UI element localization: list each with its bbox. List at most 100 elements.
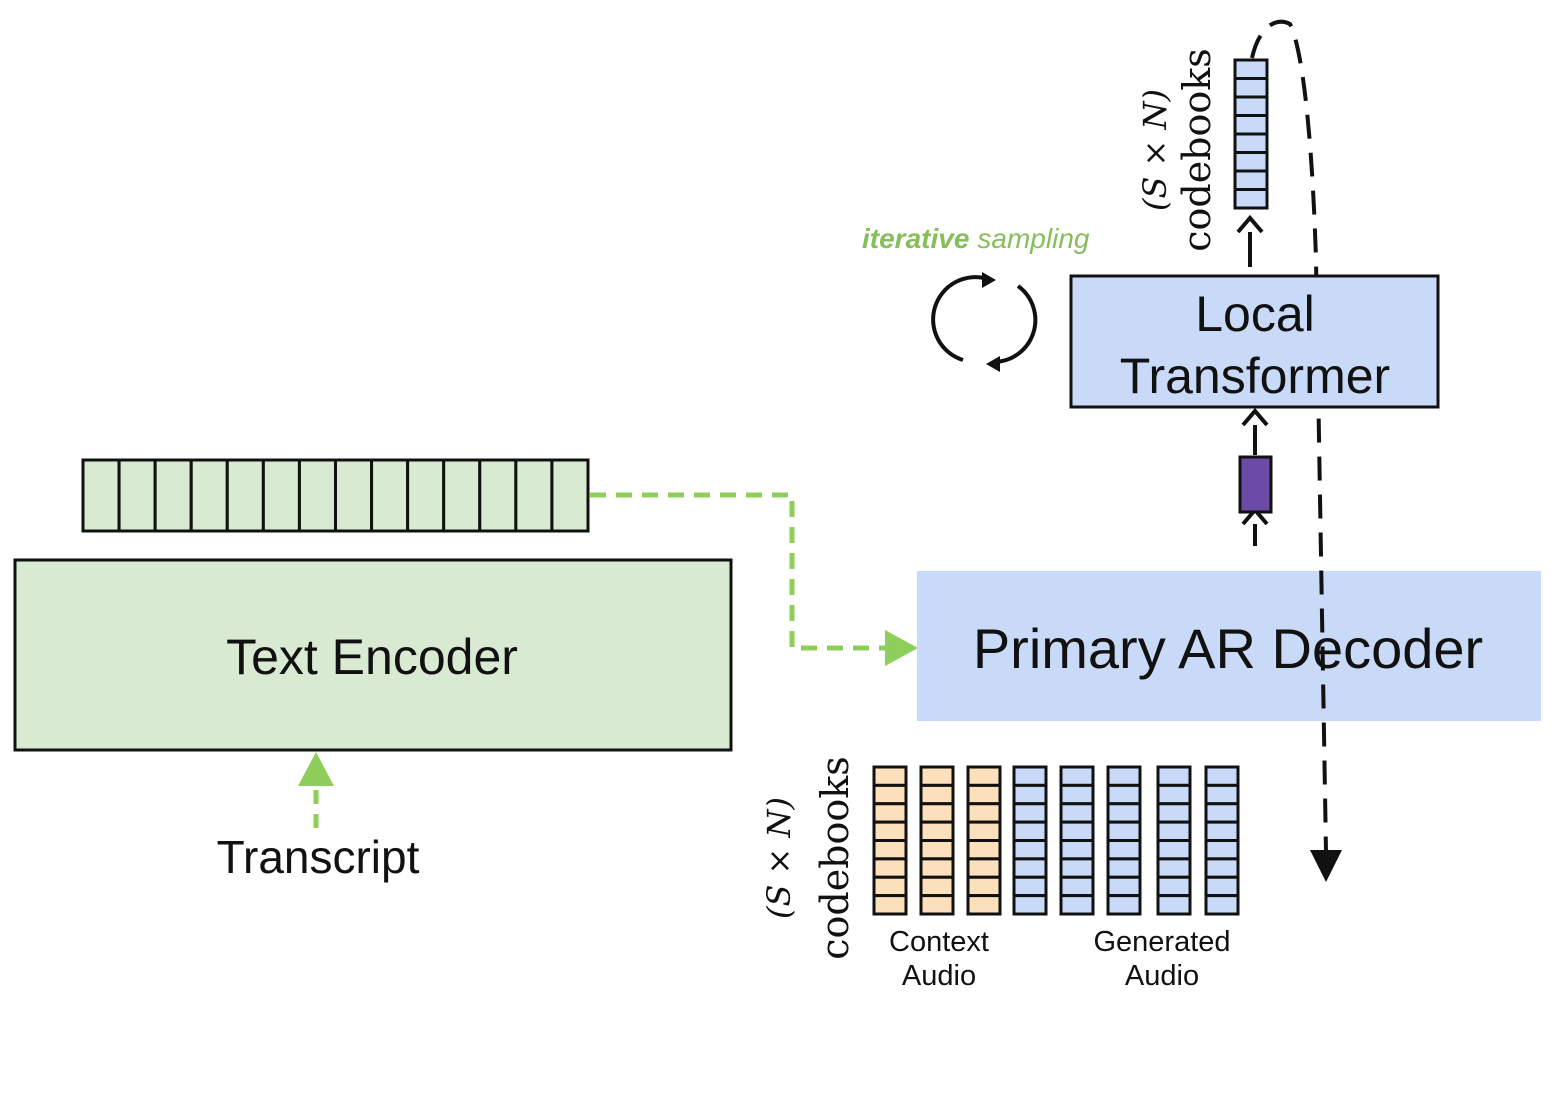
- generated-audio-label-line1: Generated: [1093, 926, 1230, 958]
- sampling-word: sampling: [977, 223, 1089, 254]
- codebook-cell: [1204, 820, 1240, 842]
- encoder-to-decoder-arrow-head: [885, 630, 918, 666]
- generated-audio-column: [1156, 765, 1192, 916]
- codebook-cell: [919, 783, 955, 806]
- codebook-cell: [1059, 894, 1095, 916]
- codebook-cell: [1156, 839, 1192, 861]
- text-token-cell: [189, 458, 229, 533]
- codebook-cell: [966, 765, 1002, 787]
- codebook-cell: [966, 894, 1002, 916]
- text-token-cell: [297, 458, 337, 533]
- context-audio-label-line2: Audio: [902, 960, 976, 992]
- codebook-cell: [1012, 802, 1048, 824]
- text-encoder-token-row: [81, 458, 590, 533]
- codebook-cell: [966, 820, 1002, 842]
- generated-audio-label-line2: Audio: [1125, 960, 1199, 992]
- generated-audio-column: [1106, 765, 1142, 916]
- text-token-cell: [514, 458, 554, 533]
- codebook-cell: [1204, 839, 1240, 861]
- codebook-cell: [1059, 765, 1095, 787]
- codebook-cell: [1233, 169, 1269, 191]
- codebook-cell: [1156, 857, 1192, 879]
- codebook-cell: [1012, 894, 1048, 916]
- codebook-cell: [1012, 857, 1048, 879]
- codebook-cell: [1012, 820, 1048, 842]
- codebook-cell: [1204, 894, 1240, 916]
- codebook-cell: [919, 820, 955, 842]
- codebook-cell: [1059, 839, 1095, 861]
- codebook-cell: [1204, 765, 1240, 787]
- text-encoder-label: Text Encoder: [226, 629, 518, 685]
- audio-codebook-columns: [872, 765, 1240, 916]
- bottom-codebooks-math-label: (S × N): [760, 797, 798, 919]
- output-codebook-stack: [1233, 58, 1269, 210]
- top-codebooks-word-label: codebooks: [1175, 48, 1219, 252]
- codebook-cell: [872, 802, 908, 824]
- embedding-token: [1238, 455, 1273, 514]
- transcript-label: Transcript: [217, 831, 420, 883]
- local-transformer-label-line2: Transformer: [1120, 348, 1390, 404]
- codebook-cell: [872, 765, 908, 787]
- codebook-cell: [1106, 875, 1142, 898]
- codebook-cell: [872, 894, 908, 916]
- arrow-down-icon: [1310, 850, 1342, 882]
- codebook-cell: [1012, 765, 1048, 787]
- arrow-up-icon: [1241, 407, 1269, 427]
- text-token-cell: [153, 458, 193, 533]
- text-token-cell: [334, 458, 374, 533]
- codebook-cell: [1233, 188, 1269, 210]
- codebook-cell: [1233, 95, 1269, 117]
- codebook-cell: [1233, 151, 1269, 173]
- codebook-cell: [1233, 132, 1269, 154]
- codebook-cell: [1233, 77, 1269, 99]
- context-audio-column: [872, 765, 908, 916]
- codebook-cell: [919, 857, 955, 879]
- autoregressive-loop-path: [1250, 19, 1328, 853]
- codebook-cell: [1059, 857, 1095, 879]
- codebook-cell: [1156, 765, 1192, 787]
- bottom-codebooks-word-label: codebooks: [813, 756, 857, 960]
- text-token-cell: [406, 458, 446, 533]
- codebook-cell: [1106, 839, 1142, 861]
- encoder-to-decoder-connector: [590, 492, 886, 651]
- codebook-cell: [1012, 839, 1048, 861]
- codebook-cell: [1204, 783, 1240, 806]
- text-token-cell: [225, 458, 265, 533]
- text-token-cell: [550, 458, 590, 533]
- codebook-cell: [1059, 783, 1095, 806]
- transcript-arrow-head: [298, 752, 334, 786]
- generated-audio-column: [1059, 765, 1095, 916]
- codebook-cell: [1106, 820, 1142, 842]
- context-audio-label-line1: Context: [889, 926, 989, 958]
- codebook-cell: [1106, 765, 1142, 787]
- codebook-cell: [1204, 802, 1240, 824]
- primary-decoder-label: Primary AR Decoder: [973, 617, 1483, 680]
- iterative-word: iterative: [862, 223, 969, 254]
- codebook-cell: [1233, 114, 1269, 136]
- codebook-cell: [1204, 857, 1240, 879]
- codebook-cell: [966, 802, 1002, 824]
- codebook-cell: [1204, 875, 1240, 898]
- codebook-cell: [1106, 783, 1142, 806]
- local-transformer-label-line1: Local: [1195, 286, 1315, 342]
- context-audio-column: [919, 765, 955, 916]
- iterative-sampling-label: iterative sampling: [862, 223, 1090, 254]
- local-transformer-box: [1069, 274, 1440, 409]
- codebook-cell: [1059, 802, 1095, 824]
- codebook-cell: [1012, 783, 1048, 806]
- codebook-cell: [966, 839, 1002, 861]
- arrow-up-icon: [1236, 214, 1264, 234]
- codebook-cell: [1059, 875, 1095, 898]
- codebook-cell: [1106, 857, 1142, 879]
- text-token-cell: [442, 458, 482, 533]
- codebook-cell: [872, 820, 908, 842]
- codebook-cell: [919, 765, 955, 787]
- generated-audio-column: [1012, 765, 1048, 916]
- text-token-cell: [370, 458, 410, 533]
- codebook-cell: [919, 875, 955, 898]
- codebook-cell: [1233, 58, 1269, 80]
- codebook-cell: [872, 839, 908, 861]
- text-token-cell: [117, 458, 157, 533]
- primary-decoder-box: [917, 571, 1541, 721]
